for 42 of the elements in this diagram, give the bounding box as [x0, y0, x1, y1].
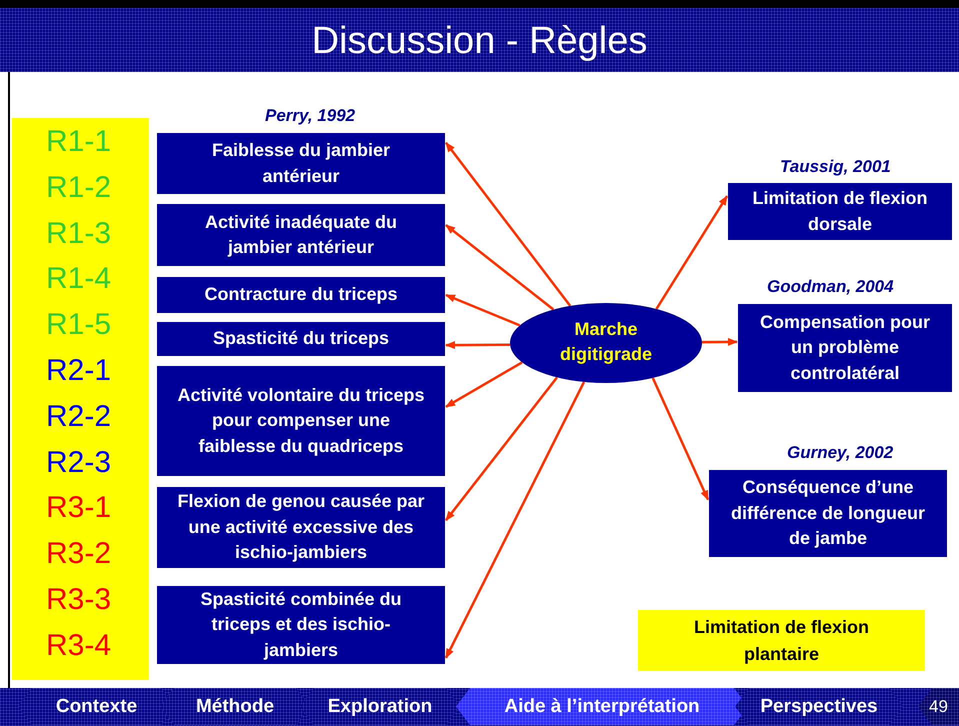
- cause-box: Conséquence d’une différence de longueur de jambe: [709, 470, 947, 557]
- cause-box: Activité inadéquate du jambier antérieur: [157, 204, 445, 266]
- cause-box: Limitation de flexion dorsale: [728, 183, 952, 240]
- rule-code: R3-1: [46, 490, 112, 526]
- rule-code: R3-4: [46, 628, 112, 664]
- rule-list-panel: [12, 118, 149, 680]
- arrow: [445, 376, 558, 521]
- cause-box: Compensation pour un problème controlatéral: [738, 304, 952, 392]
- arrow: [444, 381, 586, 659]
- arrow: [445, 361, 523, 408]
- cause-box: Faiblesse du jambier antérieur: [157, 133, 445, 194]
- arrow: [445, 294, 520, 327]
- rule-code: R1-1: [46, 124, 112, 160]
- rule-code: R3-2: [46, 536, 112, 572]
- arrow: [445, 142, 572, 307]
- node-label: Marche digitigrade: [558, 318, 653, 366]
- rule-code: R1-5: [46, 307, 112, 344]
- citation: Gurney, 2002: [787, 443, 894, 463]
- rule-code: R2-2: [46, 398, 112, 435]
- title: Discussion - Règles: [310, 19, 648, 64]
- rule-code: R3-3: [46, 582, 112, 618]
- arrow: [655, 195, 728, 310]
- citation: Goodman, 2004: [767, 277, 894, 297]
- arrow: [652, 377, 710, 500]
- rule-code: R2-1: [46, 353, 112, 389]
- citation: Perry, 1992: [265, 106, 356, 126]
- arrow: [702, 338, 738, 346]
- note-box: Limitation de flexion plantaire: [638, 610, 925, 671]
- cause-box: Spasticité du triceps: [157, 322, 445, 356]
- arrow: [445, 224, 554, 310]
- rule-code: R2-3: [46, 444, 112, 481]
- nav-tab: Perspectives: [735, 688, 903, 725]
- cause-box: Flexion de genou causée par une activité excessive des ischio-jambiers: [157, 487, 445, 568]
- rule-code: R1-3: [46, 216, 112, 252]
- cause-box: Spasticité combinée du triceps et des ischio-jambiers: [157, 586, 445, 664]
- cause-box: Activité volontaire du triceps pour compenser une faiblesse du quadriceps: [157, 366, 445, 476]
- rule-code: R1-2: [46, 170, 112, 206]
- arrow: [445, 341, 510, 350]
- rule-code: R1-4: [46, 261, 112, 298]
- cause-box: Contracture du triceps: [157, 277, 445, 313]
- nav-tab: Exploration: [300, 688, 460, 725]
- citation: Taussig, 2001: [780, 157, 891, 177]
